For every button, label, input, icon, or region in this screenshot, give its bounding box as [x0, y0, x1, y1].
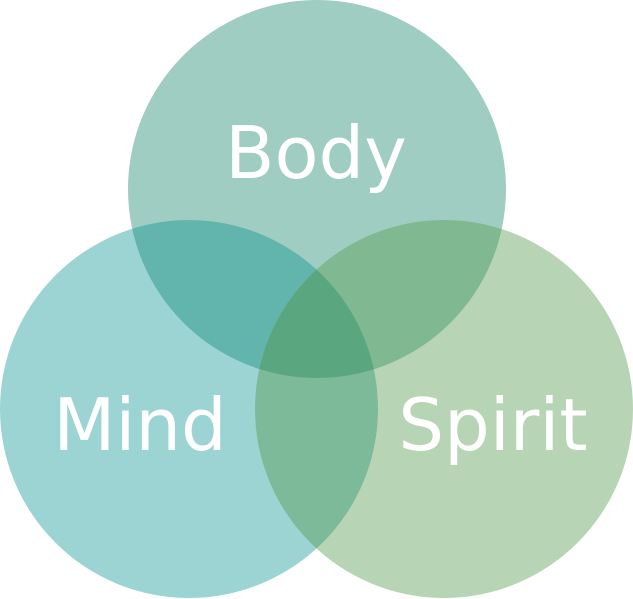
label-mind: Mind	[53, 383, 226, 467]
label-spirit: Spirit	[398, 383, 587, 467]
overlap-all	[255, 220, 378, 378]
label-body: Body	[225, 111, 407, 195]
